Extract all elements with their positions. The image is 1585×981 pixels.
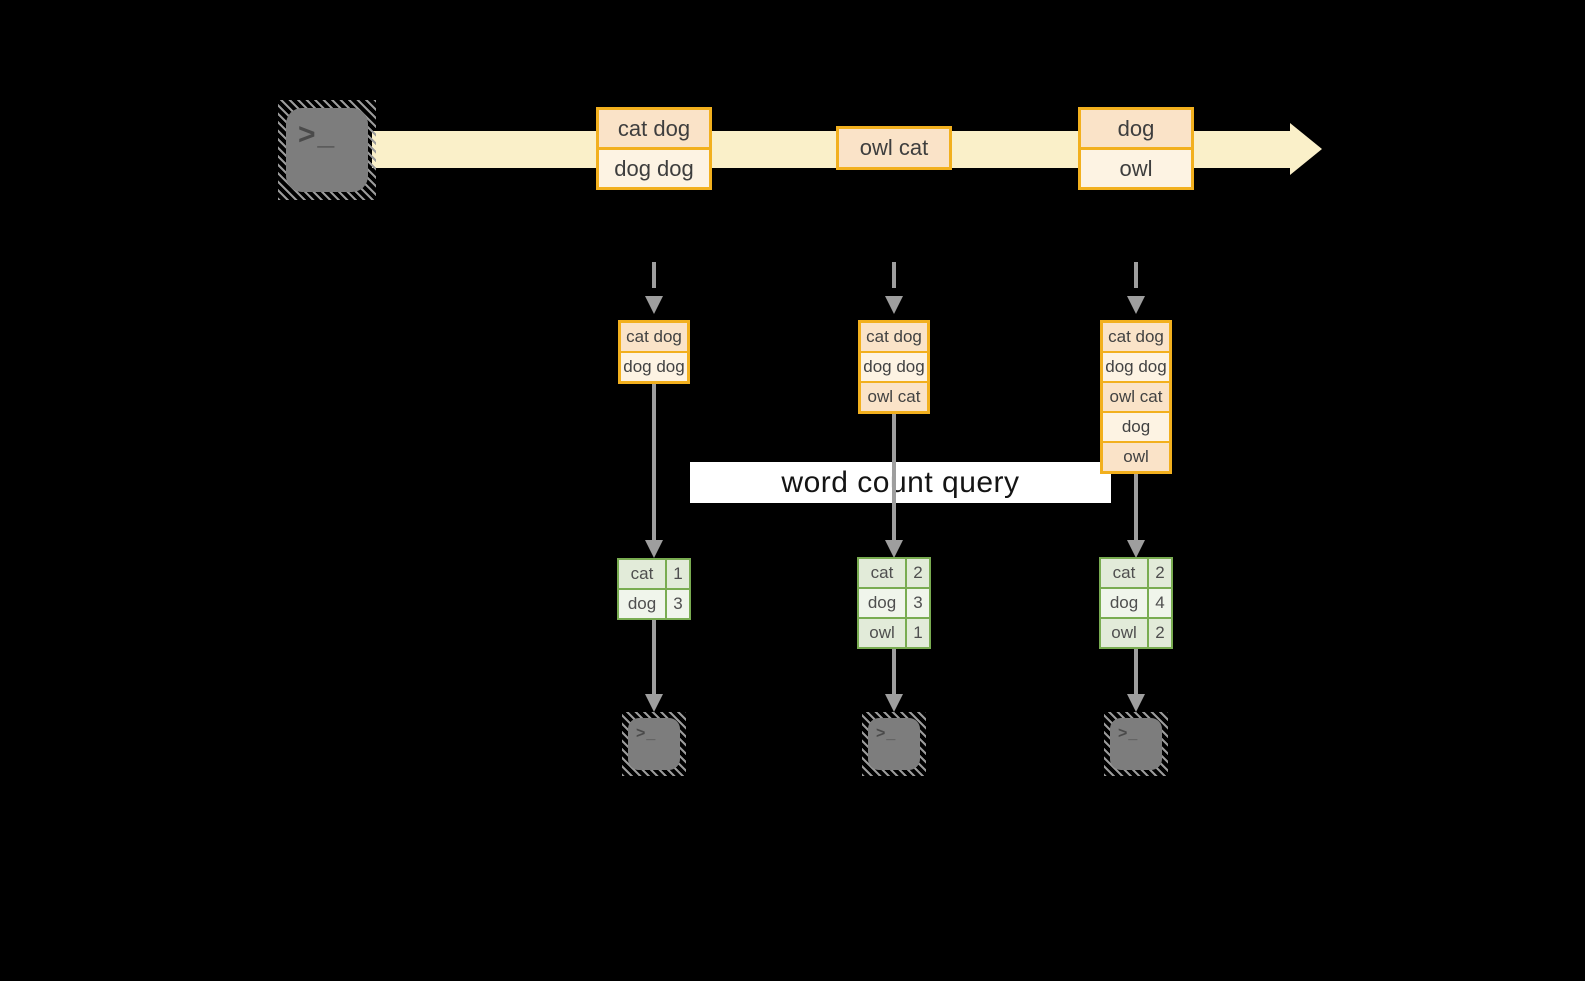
- wordcount-table-1: cat 1 dog 3: [617, 558, 691, 620]
- stream-snapshot-3: cat dog dog dog owl cat dog owl: [1100, 320, 1172, 474]
- snapshot-row: cat dog: [861, 323, 927, 351]
- word-cell: owl: [1101, 619, 1147, 647]
- flow-arrow-line: [892, 649, 896, 694]
- count-cell: 2: [1149, 559, 1171, 587]
- word-cell: cat: [1101, 559, 1147, 587]
- stream-event-row: owl: [1081, 150, 1191, 187]
- terminal-prompt-glyph: >_: [1118, 725, 1139, 742]
- count-cell: 2: [907, 559, 929, 587]
- flow-arrow-line: [892, 414, 896, 540]
- stream-event-row: owl cat: [839, 129, 949, 167]
- query-label: word count query: [690, 462, 1111, 503]
- word-cell: owl: [859, 619, 905, 647]
- terminal-prompt-glyph: >_: [876, 725, 897, 742]
- snapshot-row: dog dog: [621, 353, 687, 381]
- arrow-head-icon: [1127, 694, 1145, 712]
- stream-event-row: dog dog: [599, 150, 709, 187]
- count-cell: 4: [1149, 589, 1171, 617]
- snapshot-row: cat dog: [1103, 323, 1169, 351]
- count-cell: 3: [907, 589, 929, 617]
- count-cell: 2: [1149, 619, 1171, 647]
- dashed-line: [652, 262, 656, 288]
- snapshot-row: owl cat: [1103, 383, 1169, 411]
- flow-arrow-line: [652, 620, 656, 694]
- snapshot-row: owl: [1103, 443, 1169, 471]
- arrow-head-icon: [1127, 296, 1145, 314]
- stream-snapshot-2: cat dog dog dog owl cat: [858, 320, 930, 414]
- flow-arrow-line: [652, 384, 656, 540]
- snapshot-row: owl cat: [861, 383, 927, 411]
- dashed-line: [892, 262, 896, 288]
- stream-arrow-head-icon: [1290, 123, 1322, 175]
- stream-snapshot-1: cat dog dog dog: [618, 320, 690, 384]
- terminal-body: >_: [868, 718, 920, 770]
- arrow-head-icon: [885, 296, 903, 314]
- snapshot-row: dog: [1103, 413, 1169, 441]
- snapshot-row: dog dog: [1103, 353, 1169, 381]
- arrow-head-icon: [645, 296, 663, 314]
- flow-arrow-line: [1134, 474, 1138, 540]
- arrow-head-icon: [885, 540, 903, 558]
- terminal-body: >_: [628, 718, 680, 770]
- snapshot-row: dog dog: [861, 353, 927, 381]
- stream-event-row: cat dog: [599, 110, 709, 147]
- terminal-sink-icon-3: >_: [1104, 712, 1168, 776]
- word-cell: dog: [1101, 589, 1147, 617]
- count-cell: 1: [907, 619, 929, 647]
- terminal-body: >_: [286, 108, 368, 192]
- dashed-line: [1134, 262, 1138, 288]
- arrow-head-icon: [1127, 540, 1145, 558]
- terminal-prompt-glyph: >_: [298, 118, 337, 151]
- wordcount-table-3: cat 2 dog 4 owl 2: [1099, 557, 1173, 649]
- terminal-body: >_: [1110, 718, 1162, 770]
- stream-event-row: dog: [1081, 110, 1191, 147]
- arrow-head-icon: [645, 694, 663, 712]
- wordcount-table-2: cat 2 dog 3 owl 1: [857, 557, 931, 649]
- stream-event-2: owl cat: [836, 126, 952, 170]
- arrow-head-icon: [645, 540, 663, 558]
- word-cell: dog: [859, 589, 905, 617]
- stream-event-1: cat dog dog dog: [596, 107, 712, 190]
- word-cell: dog: [619, 590, 665, 618]
- word-cell: cat: [619, 560, 665, 588]
- terminal-prompt-glyph: >_: [636, 725, 657, 742]
- word-cell: cat: [859, 559, 905, 587]
- terminal-sink-icon-2: >_: [862, 712, 926, 776]
- count-cell: 1: [667, 560, 689, 588]
- terminal-source-icon: >_: [278, 100, 376, 200]
- count-cell: 3: [667, 590, 689, 618]
- snapshot-row: cat dog: [621, 323, 687, 351]
- terminal-sink-icon-1: >_: [622, 712, 686, 776]
- stream-event-3: dog owl: [1078, 107, 1194, 190]
- flow-arrow-line: [1134, 649, 1138, 694]
- arrow-head-icon: [885, 694, 903, 712]
